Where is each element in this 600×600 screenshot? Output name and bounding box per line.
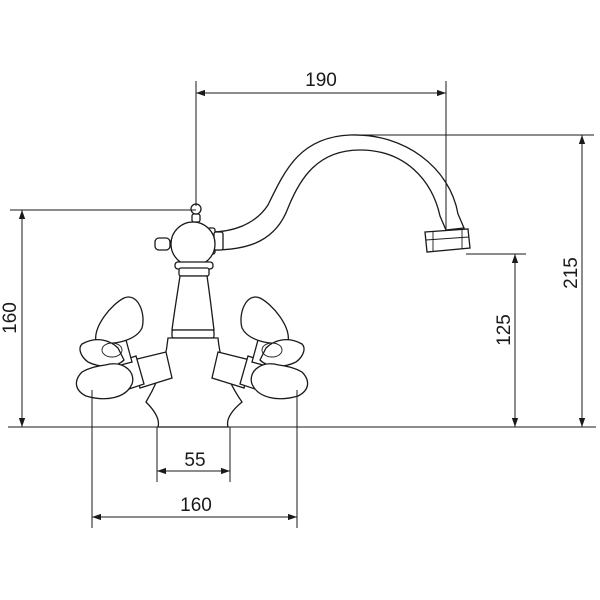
swivel-ball	[170, 221, 216, 267]
spout	[209, 134, 465, 251]
spout-outlet	[424, 228, 471, 253]
overall-width-label: 160	[180, 495, 212, 516]
finial-knob	[190, 203, 202, 223]
left-handle[interactable]	[75, 296, 144, 400]
right-handle[interactable]	[240, 296, 309, 400]
dimension-spout-reach: 190	[195, 70, 447, 230]
spout-reach-label: 190	[305, 70, 337, 91]
handle-height-label: 160	[0, 302, 21, 334]
central-column	[171, 275, 215, 331]
dimension-handle-height: 160	[0, 209, 196, 427]
inlet-spacing-label: 55	[184, 450, 205, 471]
dimension-total-height: 215	[352, 134, 594, 427]
column-band	[171, 329, 215, 339]
spout-height-label: 125	[494, 314, 515, 346]
total-height-label: 215	[561, 257, 582, 289]
dimension-inlet-spacing: 55	[156, 427, 231, 482]
neck-collar-bottom	[178, 267, 210, 277]
dimension-overall-width: 160	[91, 390, 298, 528]
faucet	[75, 134, 471, 428]
dimension-spout-height: 125	[466, 253, 526, 427]
